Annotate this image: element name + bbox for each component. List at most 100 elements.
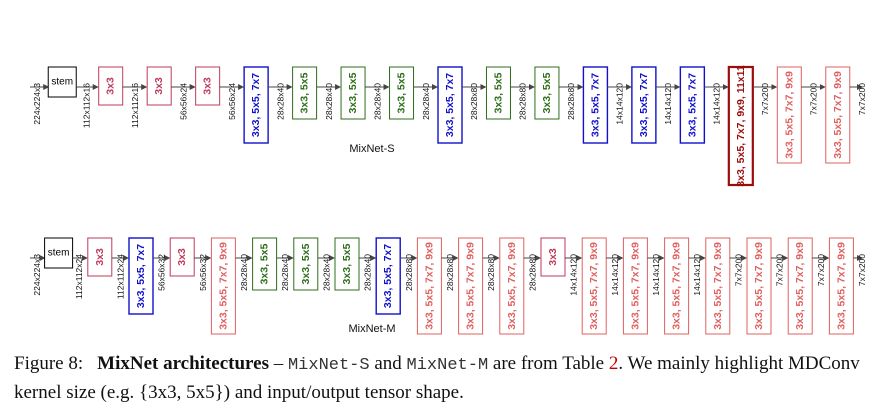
mdconv-block xyxy=(169,237,195,277)
tensor-shape-label: 7x7x200 xyxy=(857,254,867,286)
block-kernel-label: 3x3 xyxy=(94,248,106,266)
block-kernel-label: stem xyxy=(51,77,73,88)
mdconv-block xyxy=(437,66,463,144)
input-shape-label: 224x224x3 xyxy=(32,83,42,125)
tensor-shape-label: 7x7x200 xyxy=(775,254,785,286)
block-kernel-label: 3x3, 5x5, 7x7 xyxy=(135,244,147,308)
caption-model-m: MixNet-M xyxy=(406,356,489,375)
block-kernel-label: 3x3, 5x5, 7x7, 9x9 xyxy=(783,71,795,159)
tensor-shape-label: 7x7x200 xyxy=(816,254,826,286)
mdconv-block xyxy=(679,66,706,144)
mdconv-block xyxy=(499,237,525,335)
mdconv-block xyxy=(534,66,560,120)
tensor-shape-label: 28x28x40 xyxy=(363,254,373,291)
block-kernel-label: 3x3, 5x5, 7x7, 9x9 xyxy=(465,242,477,330)
tensor-shape-label: 28x28x80 xyxy=(445,254,455,291)
caption-dash: – xyxy=(268,353,288,374)
mdconv-block xyxy=(98,66,124,106)
mdconv-block xyxy=(195,66,221,106)
tensor-shape-label: 7x7x200 xyxy=(809,83,819,115)
mixnet-m-row: 224x224x3 stem 112x112x24 3x3 112x112x24 3x3,… xyxy=(30,237,867,335)
input-shape-label: 224x224x3 xyxy=(32,254,42,296)
block-kernel-label: 3x3 xyxy=(105,77,117,95)
tensor-shape-label: 28x28x80 xyxy=(486,254,496,291)
mdconv-block xyxy=(540,237,566,277)
block-kernel-label: 3x3, 5x5, 7x7, 9x9 xyxy=(794,242,806,330)
tensor-shape-label: 28x28x40 xyxy=(321,254,331,291)
block-kernel-label: 3x3, 5x5, 7x7 xyxy=(589,73,601,137)
block-kernel-label: 3x3, 5x5, 7x7, 9x9 xyxy=(671,242,683,330)
mdconv-block xyxy=(389,66,415,120)
block-kernel-label: 3x3 xyxy=(202,77,214,95)
mdconv-block xyxy=(622,237,648,335)
block-kernel-label: 3x3, 5x5, 7x7, 9x9, 11x11 xyxy=(735,65,747,187)
mdconv-block xyxy=(631,66,657,144)
block-kernel-label: 3x3, 5x5, 7x7, 9x9 xyxy=(506,242,518,330)
mdconv-block xyxy=(727,65,754,187)
tensor-shape-label: 7x7x200 xyxy=(733,254,743,286)
mdconv-block xyxy=(828,237,854,335)
tensor-shape-label: 56x56x24 xyxy=(227,83,237,120)
block-kernel-label: 3x3, 5x5, 7x7, 9x9 xyxy=(832,71,844,159)
mdconv-block xyxy=(252,237,278,291)
tensor-shape-label: 14x14x120 xyxy=(569,254,579,296)
mdconv-block xyxy=(87,237,113,277)
tensor-shape-label: 7x7x200 xyxy=(857,83,867,115)
mdconv-block xyxy=(705,237,731,335)
tensor-shape-label: 56x56x32 xyxy=(157,254,167,291)
mdconv-block xyxy=(292,66,318,120)
mdconv-block xyxy=(776,66,802,164)
block-kernel-label: 3x3, 5x5, 7x7, 9x9 xyxy=(712,242,724,330)
figure-caption: Figure 8:MixNet architectures – MixNet-S… xyxy=(14,350,872,406)
mdconv-block xyxy=(210,237,236,335)
block-kernel-label: 3x3, 5x5, 7x7, 9x9 xyxy=(629,242,641,330)
mdconv-block xyxy=(746,237,772,335)
tensor-shape-label: 28x28x40 xyxy=(324,83,334,120)
tensor-shape-label: 28x28x40 xyxy=(372,83,382,120)
block-kernel-label: 3x3, 5x5, 7x7, 9x9 xyxy=(588,242,600,330)
tensor-shape-label: 28x28x40 xyxy=(280,254,290,291)
tensor-shape-label: 112x112x24 xyxy=(74,254,84,299)
block-kernel-label: 3x3, 5x5, 7x7, 9x9 xyxy=(835,242,847,330)
stem-block xyxy=(44,237,74,269)
diagram-name: MixNet-M xyxy=(348,323,395,335)
tensor-shape-label: 28x28x80 xyxy=(404,254,414,291)
block-kernel-label: 3x3, 5x5, 7x7 xyxy=(686,73,698,137)
mdconv-block xyxy=(787,237,813,335)
mixnet-s-row: 224x224x3 stem 112x112x16 3x3 112x112x16 3x3 5… xyxy=(30,65,867,187)
block-kernel-label: 3x3, 5x5 xyxy=(259,243,271,284)
tensor-shape-label: 112x112x24 xyxy=(115,254,125,299)
block-kernel-label: 3x3, 5x5 xyxy=(299,72,311,113)
stem-block xyxy=(47,66,77,98)
block-kernel-label: 3x3 xyxy=(153,77,165,95)
diagram-name: MixNet-S xyxy=(349,143,394,155)
tensor-shape-label: 28x28x40 xyxy=(421,83,431,120)
caption-from: are from Table xyxy=(488,353,609,374)
mdconv-block xyxy=(128,237,154,315)
block-kernel-label: 3x3, 5x5, 7x7 xyxy=(382,244,394,308)
block-kernel-label: 3x3, 5x5, 7x7, 9x9 xyxy=(753,242,765,330)
mdconv-block xyxy=(485,66,511,120)
tensor-shape-label: 14x14x120 xyxy=(651,254,661,296)
tensor-shape-label: 112x112x16 xyxy=(130,83,140,128)
mdconv-block xyxy=(416,237,442,335)
tensor-shape-label: 28x28x40 xyxy=(239,254,249,291)
caption-title: MixNet architectures xyxy=(97,353,269,374)
caption-label: Figure 8: xyxy=(14,353,84,374)
mdconv-block xyxy=(293,237,319,291)
block-kernel-label: stem xyxy=(48,248,70,259)
block-kernel-label: 3x3, 5x5, 7x7 xyxy=(638,73,650,137)
block-kernel-label: 3x3, 5x5 xyxy=(341,243,353,284)
tensor-shape-label: 14x14x120 xyxy=(712,83,722,125)
mdconv-block xyxy=(334,237,360,291)
mdconv-block xyxy=(582,66,609,144)
tensor-shape-label: 112x112x16 xyxy=(81,83,91,128)
block-kernel-label: 3x3, 5x5 xyxy=(492,72,504,113)
caption-table-ref[interactable]: 2 xyxy=(608,353,619,374)
block-kernel-label: 3x3, 5x5, 7x7, 9x9 xyxy=(423,242,435,330)
tensor-shape-label: 14x14x120 xyxy=(610,254,620,296)
tensor-shape-label: 14x14x120 xyxy=(663,83,673,125)
block-kernel-label: 3x3, 5x5 xyxy=(541,72,553,113)
mdconv-block xyxy=(825,66,851,164)
block-kernel-label: 3x3, 5x5 xyxy=(396,72,408,113)
